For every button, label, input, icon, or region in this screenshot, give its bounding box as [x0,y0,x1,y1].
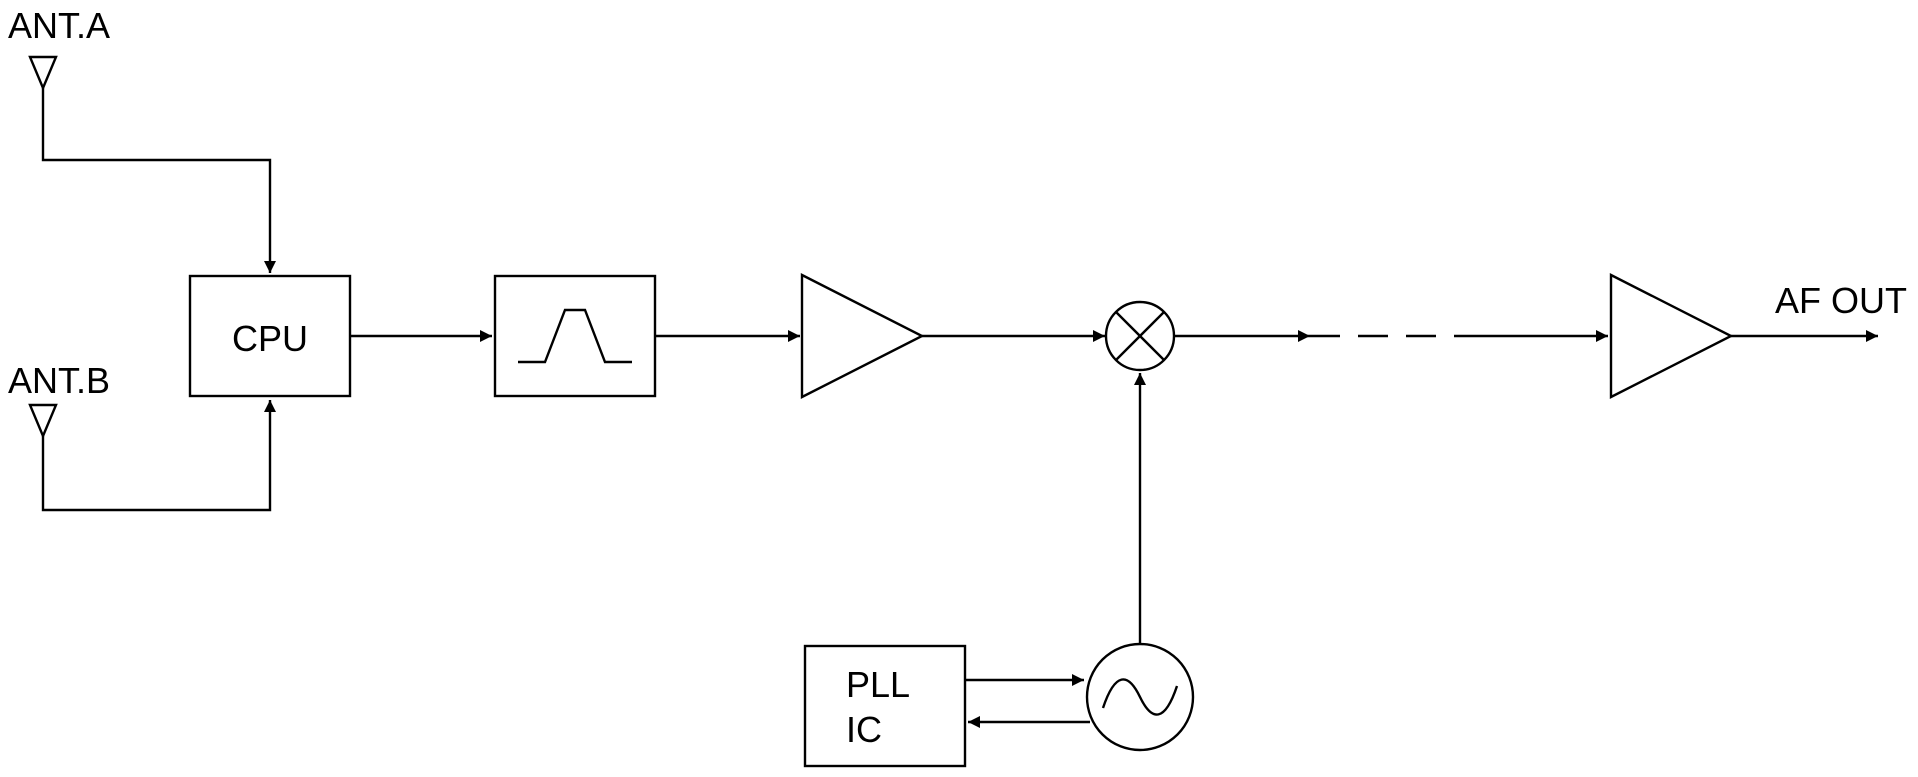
antenna-a-icon [28,55,58,92]
pll-ic-block [803,644,967,768]
pll-label-line1: PLL [846,664,910,705]
oscillator-icon [1085,642,1195,752]
audio-amplifier-icon [1609,273,1734,399]
bandpass-filter-icon [518,308,632,364]
antenna-b-label: ANT.B [8,360,110,401]
cpu-block [188,274,352,398]
af-out-label: AF OUT [1775,280,1907,321]
pll-label-line2: IC [846,709,882,750]
cpu-label: CPU [232,318,308,359]
antenna-a-feed-line [41,88,276,273]
antenna-a-label: ANT.A [8,5,110,46]
antenna-b-feed-line [41,400,276,512]
antenna-b-icon [28,403,58,440]
mixer-icon [1104,300,1176,372]
bandpass-filter-block [493,274,657,398]
rf-amplifier-icon [800,273,925,399]
